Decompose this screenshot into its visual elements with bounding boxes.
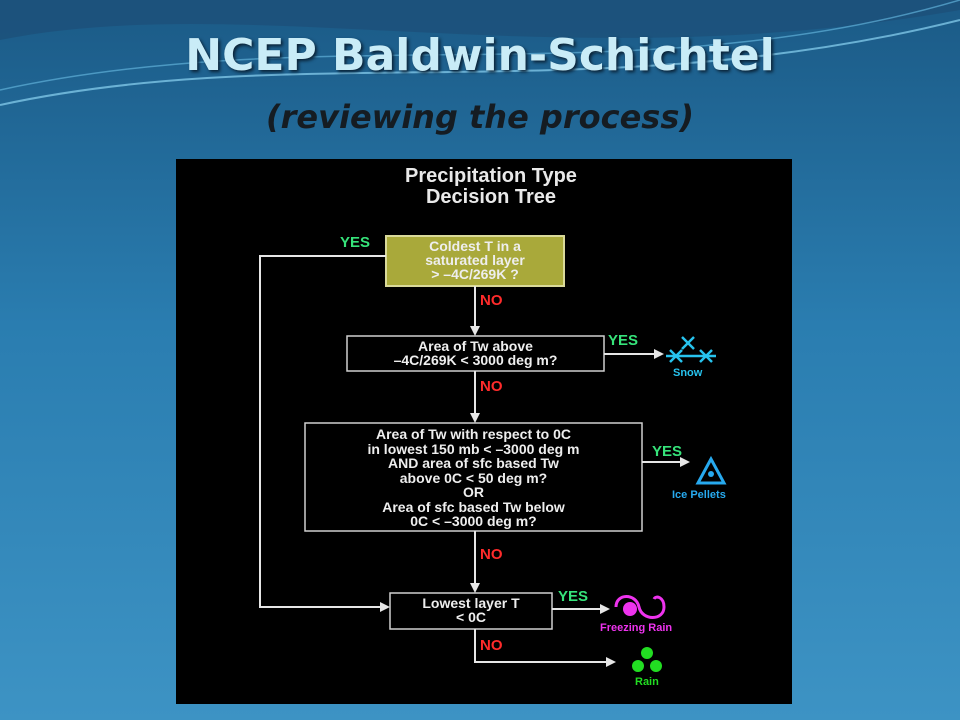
box3-line1: Area of Tw with respect to 0C	[376, 426, 571, 442]
result-rain: Rain	[635, 676, 659, 688]
slide-subtitle: (reviewing the process)	[266, 98, 694, 136]
decision-tree-panel: Precipitation Type Decision Tree Coldest…	[176, 159, 792, 704]
snow-icon	[666, 336, 716, 363]
no-label-box3: NO	[480, 546, 503, 563]
diagram-title-line2: Decision Tree	[425, 186, 557, 208]
box1-line2: saturated layer	[425, 252, 525, 268]
box2-text: Area of Tw above –4C/269K < 3000 deg m?	[347, 339, 604, 367]
yes-label-box3: YES	[652, 443, 683, 460]
box3-line4: above 0C < 50 deg m?	[399, 469, 548, 486]
yes-loop-line	[259, 255, 390, 612]
header-swoosh	[0, 0, 960, 106]
box1-text: Coldest T in a saturated layer > –4C/269…	[386, 239, 564, 281]
yes-label-box1: YES	[340, 234, 371, 251]
decision-tree-lines	[259, 235, 727, 672]
rain-icon	[632, 647, 662, 672]
box4-line2: < 0C	[456, 609, 486, 625]
box3-line2: in lowest 150 mb < –3000 deg m	[367, 440, 580, 457]
box-area-tw-0c	[304, 422, 643, 532]
box2-line2: –4C/269K < 3000 deg m?	[393, 352, 558, 368]
arrow-to-rain	[474, 629, 616, 667]
box-lowest-layer	[389, 592, 553, 630]
box3-line3: AND area of sfc based Tw	[388, 455, 559, 471]
box1-line3: > –4C/269K ?	[431, 266, 519, 282]
box3-line7: 0C < –3000 deg m?	[410, 513, 537, 529]
box-coldest-t	[385, 235, 565, 287]
ice-pellets-icon	[695, 455, 727, 485]
no-label-box4: NO	[480, 637, 503, 654]
box3-text: Area of Tw with respect to 0C in lowest …	[305, 427, 642, 529]
no-label-box1: NO	[480, 292, 503, 309]
box1-line1: Coldest T in a	[429, 238, 521, 254]
box3-line6: Area of sfc based Tw below	[382, 498, 565, 515]
freezing-rain-icon	[614, 595, 666, 619]
yes-label-box4: YES	[558, 588, 589, 605]
slide-title: NCEP Baldwin-Schichtel	[185, 30, 775, 81]
result-ice-pellets: Ice Pellets	[672, 489, 726, 501]
box3-line5: OR	[463, 484, 484, 500]
result-freezing-rain: Freezing Rain	[600, 622, 673, 634]
no-label-box2: NO	[480, 378, 503, 395]
yes-label-box2: YES	[608, 332, 639, 349]
result-snow: Snow	[673, 367, 703, 379]
box4-text: Lowest layer T < 0C	[390, 596, 552, 624]
diagram-title-line1: Precipitation Type	[405, 165, 577, 187]
box2-line1: Area of Tw above	[418, 338, 533, 354]
box4-line1: Lowest layer T	[422, 595, 520, 611]
